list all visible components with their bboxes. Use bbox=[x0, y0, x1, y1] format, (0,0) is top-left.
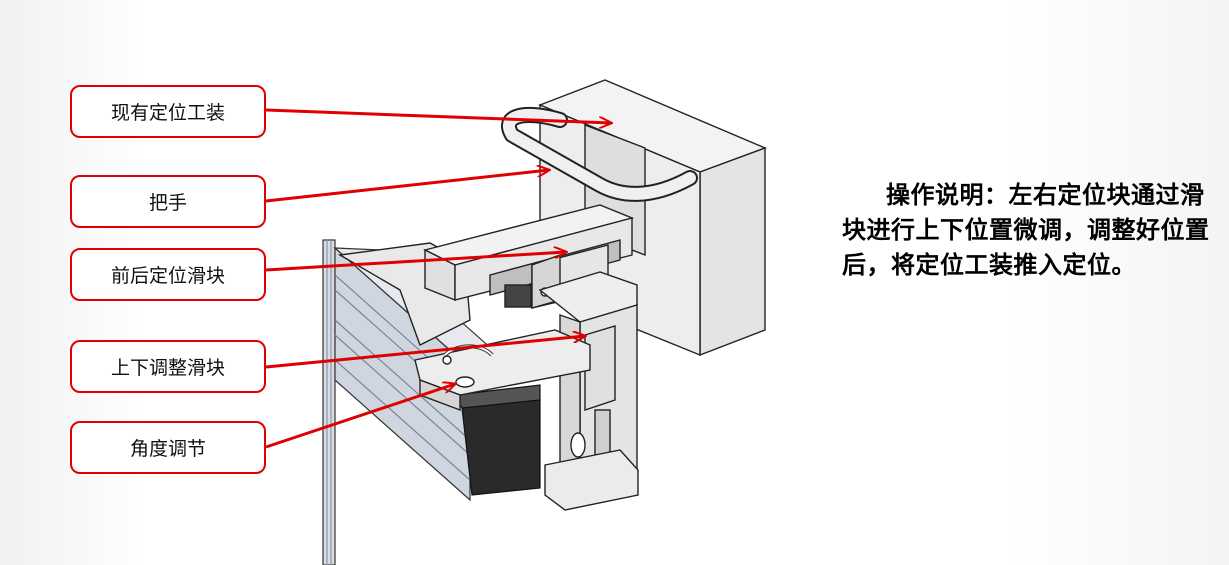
leader-arrows bbox=[265, 108, 611, 449]
callout-label: 角度调节 bbox=[129, 438, 206, 460]
up-down-slider-part bbox=[538, 271, 639, 511]
arrow-existing-fixture bbox=[265, 108, 611, 123]
callout-handle: 把手 bbox=[70, 175, 266, 228]
callout-label: 前后定位滑块 bbox=[110, 265, 225, 287]
callout-up-down-slider: 上下调整滑块 bbox=[70, 340, 266, 393]
callout-front-back-slider: 前后定位滑块 bbox=[70, 248, 266, 301]
motor-block bbox=[454, 384, 541, 496]
callout-label: 现有定位工装 bbox=[110, 102, 225, 124]
arrow-handle bbox=[265, 170, 549, 203]
arrow-front-back-slider bbox=[265, 252, 566, 272]
handle-part bbox=[501, 107, 698, 202]
callout-label: 把手 bbox=[148, 192, 187, 214]
vertical-profile bbox=[322, 239, 336, 565]
operation-instructions: 操作说明：左右定位块通过滑块进行上下位置微调，调整好位置后，将定位工装推入定位。 bbox=[842, 181, 1210, 279]
callout-angle-adjust: 角度调节 bbox=[70, 421, 266, 474]
callout-label: 上下调整滑块 bbox=[110, 357, 225, 379]
arrow-up-down-slider bbox=[265, 336, 585, 369]
callout-existing-fixture: 现有定位工装 bbox=[70, 85, 266, 138]
arrow-angle-adjust bbox=[265, 384, 455, 449]
